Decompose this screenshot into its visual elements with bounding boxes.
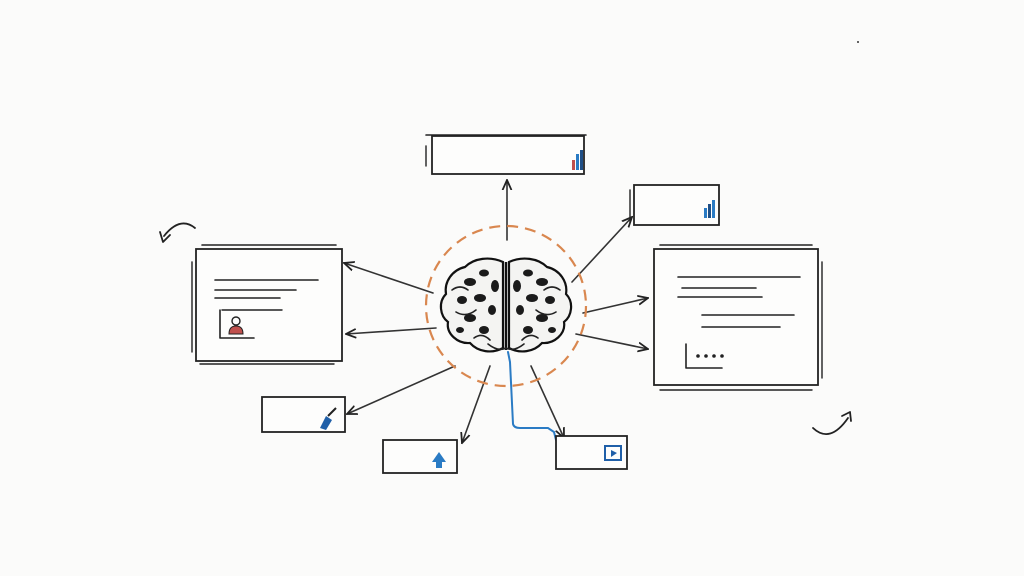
blue-connector-line	[507, 351, 557, 441]
arrow-to-bottom-center-card	[462, 365, 491, 443]
arrow-to-bottom-right-card	[530, 365, 564, 438]
left-profile-card	[191, 244, 343, 365]
ellipsis-icon	[696, 354, 724, 358]
brain-icon	[439, 257, 573, 353]
focus-halo	[424, 224, 588, 388]
top-right-chart-card	[629, 184, 720, 226]
arrow-to-bottom-left-card	[347, 365, 456, 414]
brush-icon	[320, 407, 337, 430]
ink-speck	[857, 41, 859, 43]
right-document-card	[653, 244, 823, 391]
rotate-left-icon	[159, 222, 196, 243]
rotate-right-icon	[812, 411, 852, 435]
arrow-to-right-card-lower	[575, 333, 648, 349]
person-icon	[228, 316, 244, 335]
play-window-icon	[604, 445, 622, 461]
top-chart-card	[425, 134, 587, 175]
bar-chart-icon	[704, 200, 715, 218]
arrow-to-left-card-upper	[344, 263, 434, 294]
bottom-right-card	[555, 435, 628, 470]
arrow-to-top-right-card	[571, 217, 632, 283]
arrow-to-left-card-lower	[346, 327, 437, 334]
bottom-center-card	[382, 439, 458, 474]
text-lines-icon	[677, 276, 801, 328]
arrow-to-right-card-upper	[582, 298, 648, 314]
upload-arrow-icon	[432, 452, 446, 468]
connectors	[344, 180, 648, 443]
text-lines-icon	[214, 279, 319, 299]
bar-chart-icon	[572, 150, 583, 170]
bottom-left-card	[261, 396, 346, 433]
